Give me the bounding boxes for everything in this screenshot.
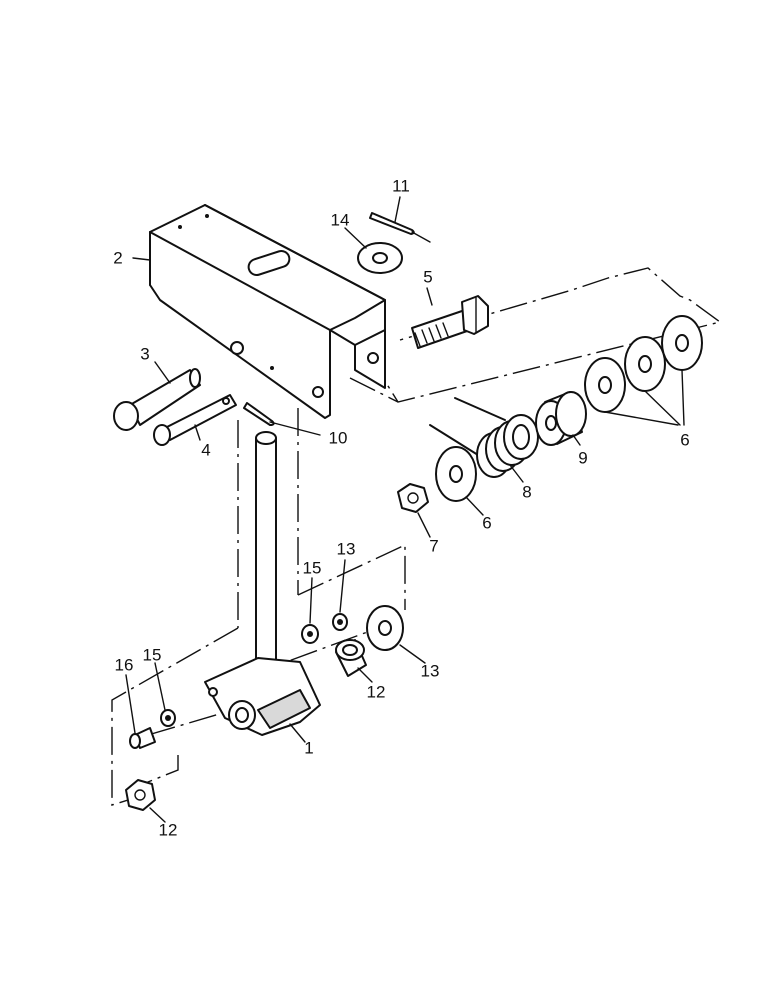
washer-part-13-lower [366, 605, 404, 651]
label-part-12-middle: 12 [367, 683, 386, 702]
washer-part-6-left [435, 446, 477, 502]
bolt-part-16 [129, 727, 156, 749]
label-part-5: 5 [423, 268, 432, 287]
washer-part-15-left [160, 709, 176, 727]
bolt-part-5 [411, 295, 489, 349]
part-labels: 2 3 4 10 11 14 5 6 9 8 6 7 15 13 12 13 1… [113, 177, 689, 840]
label-part-11: 11 [392, 177, 410, 196]
leader-lines [125, 196, 581, 823]
label-part-16: 16 [115, 656, 134, 675]
label-part-2: 2 [113, 249, 122, 268]
label-part-6-right: 6 [680, 431, 689, 450]
washer-part-14 [332, 613, 348, 631]
label-part-14: 13 [337, 540, 356, 559]
cotter-pin-part-11 [369, 212, 431, 243]
label-part-13-upper: 14 [331, 211, 350, 230]
pin-part-4 [153, 394, 237, 446]
label-part-9: 9 [578, 449, 587, 468]
label-part-10: 10 [329, 429, 348, 448]
lever-arm-part-1 [204, 431, 321, 736]
label-part-6-left: 6 [482, 514, 491, 533]
nut-part-12-lower [125, 779, 156, 811]
washers-part-6-right [584, 315, 703, 426]
washer-part-15-middle [301, 624, 319, 644]
bushing-part-12-middle [335, 639, 367, 677]
label-part-13-lower: 13 [421, 662, 440, 681]
bracket-part-2 [149, 204, 386, 419]
nut-part-7 [397, 483, 429, 513]
torsion-spring-part-8 [429, 397, 539, 478]
label-part-12-lower: 12 [159, 821, 178, 840]
cotter-pin-part-10 [243, 402, 275, 426]
label-part-15-left: 15 [143, 646, 162, 665]
label-part-8: 8 [522, 483, 531, 502]
bushing-part-9 [535, 391, 587, 446]
label-part-15-middle: 15 [303, 559, 322, 578]
washer-part-13-upper [357, 242, 403, 274]
label-part-1: 1 [304, 739, 313, 758]
clevis-pin-part-3 [113, 368, 201, 431]
label-part-3: 3 [140, 345, 149, 364]
label-part-7: 7 [429, 537, 438, 556]
label-part-4: 4 [201, 441, 210, 460]
